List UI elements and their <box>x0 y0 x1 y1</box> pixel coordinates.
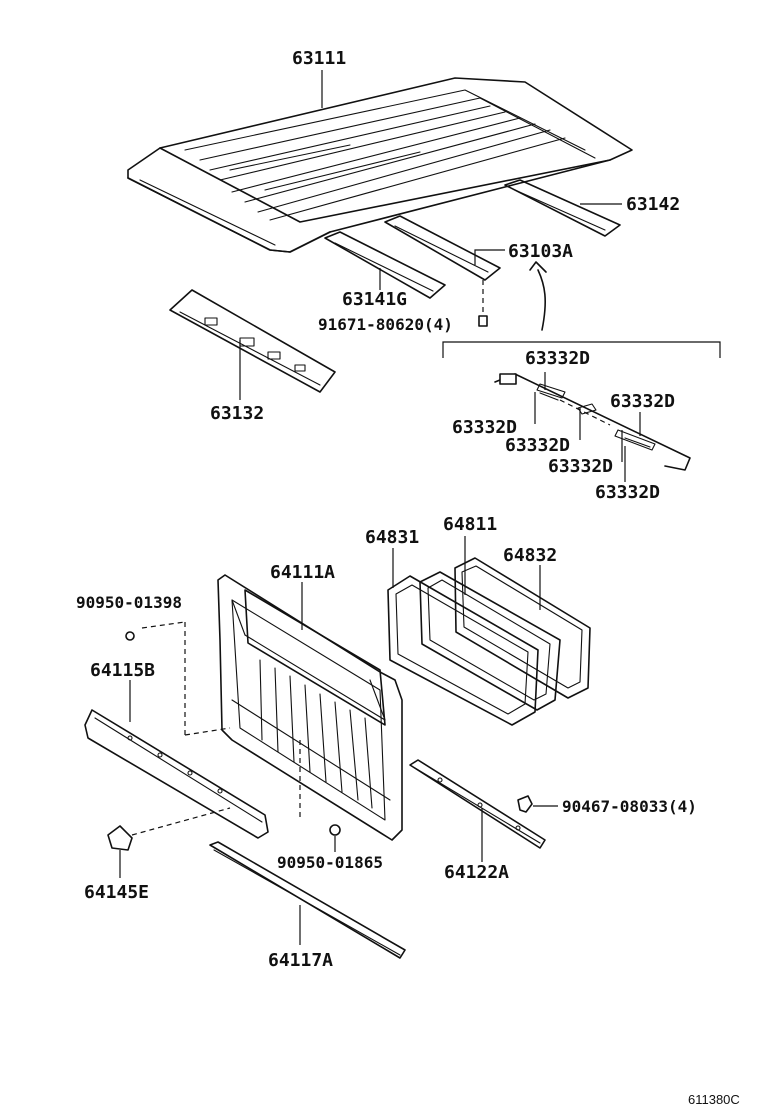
label-bracket: 64145E <box>84 882 149 903</box>
roof-bow-front-drawing <box>324 231 446 299</box>
roof-bow-rear-drawing <box>504 179 621 237</box>
glass-weatherstrip-drawing <box>419 571 561 711</box>
label-roof-bow-front: 63141G <box>342 289 407 310</box>
back-panel-sill-drawing <box>84 709 269 839</box>
label-pad-top: 63332D <box>525 348 590 369</box>
bracket-drawing <box>107 807 231 878</box>
label-glass-frame-left: 64831 <box>365 527 419 548</box>
group-bracket <box>442 341 721 358</box>
roof-panel-drawing <box>127 77 633 253</box>
label-clip-upper: 90950-01398 <box>76 593 182 612</box>
label-pad-mid: 63332D <box>505 435 570 456</box>
label-screw: 90467-08033(4) <box>562 797 697 816</box>
roof-header-drawing <box>169 289 336 393</box>
label-pad-lower-mid: 63332D <box>548 456 613 477</box>
label-roof-header: 63132 <box>210 403 264 424</box>
label-bolt-roof: 91671-80620(4) <box>318 315 453 334</box>
label-back-panel-lower: 64117A <box>268 950 333 971</box>
back-panel-drawing <box>217 574 403 841</box>
label-roof-bow-center: 63103A <box>508 241 573 262</box>
glass-frame-right-drawing <box>454 557 591 699</box>
label-glass-frame-right: 64832 <box>503 545 557 566</box>
clip-upper-icon <box>125 621 231 736</box>
catalog-code: 611380C <box>688 1092 740 1107</box>
label-back-member: 64122A <box>444 862 509 883</box>
arrow-up-icon <box>529 261 547 331</box>
label-clip-lower: 90950-01865 <box>277 853 383 872</box>
pad-strip-drawing <box>494 373 691 471</box>
clip-lower-icon <box>299 740 341 836</box>
back-member-drawing <box>409 759 546 849</box>
label-pad-left: 63332D <box>452 417 517 438</box>
label-back-panel: 64111A <box>270 562 335 583</box>
label-pad-right-lower: 63332D <box>595 482 660 503</box>
label-back-panel-sill: 64115B <box>90 660 155 681</box>
roof-bow-center-drawing <box>384 215 501 281</box>
label-pad-right-upper: 63332D <box>610 391 675 412</box>
label-glass-weatherstrip: 64811 <box>443 514 497 535</box>
label-roof-panel: 63111 <box>292 48 346 69</box>
leader-lines <box>129 70 641 945</box>
screw-icon <box>517 795 533 813</box>
back-panel-lower-drawing <box>209 841 406 959</box>
label-roof-bow-rear: 63142 <box>626 194 680 215</box>
bolt-icon <box>478 280 488 327</box>
